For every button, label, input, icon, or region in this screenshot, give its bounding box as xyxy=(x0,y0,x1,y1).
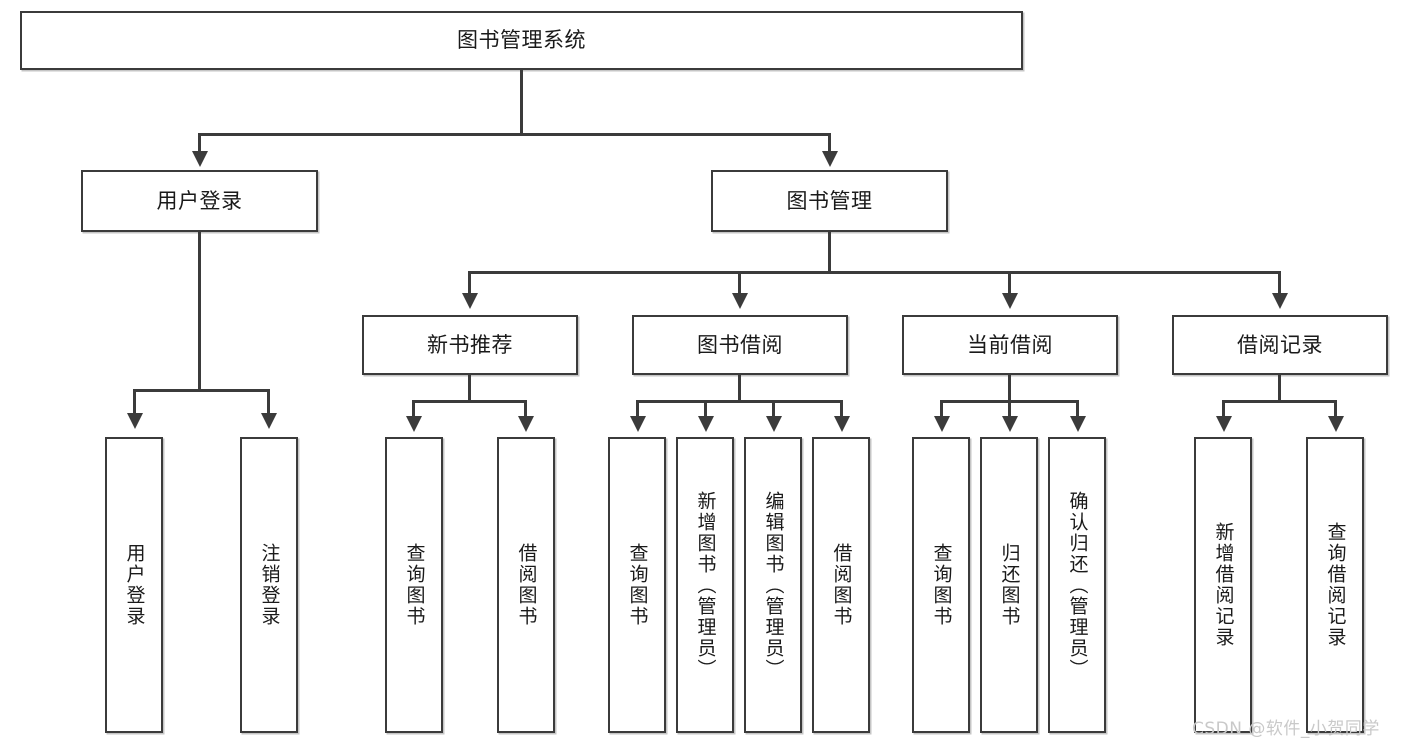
arrowhead-book-borrow-leaf-3 xyxy=(833,416,850,432)
arrowhead-current-borrow-leaf-1 xyxy=(1001,416,1018,432)
edge-to-book-borrow xyxy=(738,271,741,295)
leaf-new-book-borrow[interactable]: 借阅图书 xyxy=(497,437,555,733)
leaf-borrow-record-add[interactable]: 新增借阅记录 xyxy=(1194,437,1252,733)
node-new-book-recommend[interactable]: 新书推荐 xyxy=(362,315,578,375)
node-label: 用户登录 xyxy=(156,188,243,213)
node-label: 图书管理 xyxy=(786,188,873,213)
edge-book-borrow-leaf-0 xyxy=(636,400,639,418)
leaf-user-login-login[interactable]: 用户登录 xyxy=(105,437,163,733)
arrowhead-borrow-record xyxy=(1271,293,1288,309)
edge-book-borrow-bus xyxy=(636,400,843,403)
edge-level2-bus xyxy=(198,133,831,136)
leaf-book-borrow-add[interactable]: 新增图书（管理员） xyxy=(676,437,734,733)
node-label: 图书借阅 xyxy=(697,332,783,357)
edge-book-borrow-drop xyxy=(738,375,741,403)
edge-book-manage-drop xyxy=(828,232,831,274)
node-book-management[interactable]: 图书管理 xyxy=(711,170,948,232)
leaf-label: 归还图书 xyxy=(998,543,1021,627)
leaf-current-borrow-query[interactable]: 查询图书 xyxy=(912,437,970,733)
arrowhead-current-borrow-leaf-0 xyxy=(933,416,950,432)
leaf-new-book-query[interactable]: 查询图书 xyxy=(385,437,443,733)
arrowhead-new-book-leaf-0 xyxy=(405,416,422,432)
leaf-book-borrow-query[interactable]: 查询图书 xyxy=(608,437,666,733)
leaf-label: 注销登录 xyxy=(258,543,281,627)
leaf-label: 查询图书 xyxy=(403,543,426,627)
leaf-label: 借阅图书 xyxy=(830,543,853,627)
edge-to-borrow-record xyxy=(1278,271,1281,295)
edge-book-borrow-leaf-2 xyxy=(772,400,775,418)
arrowhead-user-login xyxy=(191,151,208,167)
edge-user-login-bus xyxy=(133,389,269,392)
arrowhead-book-borrow-leaf-1 xyxy=(697,416,714,432)
leaf-label: 借阅图书 xyxy=(515,543,538,627)
arrowhead-book-borrow-leaf-2 xyxy=(765,416,782,432)
edge-to-new-book xyxy=(468,271,471,295)
node-label: 借阅记录 xyxy=(1237,332,1323,357)
edge-new-book-leaf-1 xyxy=(524,400,527,418)
edge-to-book-manage xyxy=(828,133,831,153)
edge-borrow-record-bus xyxy=(1222,400,1337,403)
leaf-label: 确认归还（管理员） xyxy=(1066,490,1089,680)
edge-borrow-record-leaf-1 xyxy=(1334,400,1337,418)
edge-new-book-leaf-0 xyxy=(412,400,415,418)
edge-borrow-record-drop xyxy=(1278,375,1281,403)
arrowhead-book-borrow xyxy=(731,293,748,309)
leaf-current-borrow-confirm[interactable]: 确认归还（管理员） xyxy=(1048,437,1106,733)
leaf-borrow-record-query[interactable]: 查询借阅记录 xyxy=(1306,437,1364,733)
leaf-label: 查询借阅记录 xyxy=(1324,522,1347,648)
leaf-label: 用户登录 xyxy=(123,543,146,627)
edge-to-current-borrow xyxy=(1008,271,1011,295)
arrowhead-new-book-leaf-1 xyxy=(517,416,534,432)
edge-root-drop xyxy=(520,70,523,135)
edge-to-user-login xyxy=(198,133,201,153)
arrowhead-borrow-record-leaf-1 xyxy=(1327,416,1344,432)
edge-book-borrow-leaf-3 xyxy=(840,400,843,418)
edge-current-borrow-leaf-0 xyxy=(940,400,943,418)
node-label: 图书管理系统 xyxy=(457,28,586,53)
node-book-borrow[interactable]: 图书借阅 xyxy=(632,315,848,375)
node-label: 当前借阅 xyxy=(967,332,1053,357)
node-user-login[interactable]: 用户登录 xyxy=(81,170,318,232)
edge-current-borrow-drop xyxy=(1008,375,1011,403)
edge-user-login-leaf-0 xyxy=(133,389,136,415)
leaf-label: 新增图书（管理员） xyxy=(694,490,717,680)
node-label: 新书推荐 xyxy=(427,332,513,357)
arrowhead-current-borrow xyxy=(1001,293,1018,309)
edge-current-borrow-leaf-2 xyxy=(1076,400,1079,418)
leaf-label: 编辑图书（管理员） xyxy=(762,490,785,680)
leaf-label: 查询图书 xyxy=(626,543,649,627)
arrowhead-new-book xyxy=(461,293,478,309)
leaf-book-borrow-edit[interactable]: 编辑图书（管理员） xyxy=(744,437,802,733)
edge-level3-bus xyxy=(468,271,1280,274)
edge-user-login-drop xyxy=(198,232,201,392)
leaf-label: 查询图书 xyxy=(930,543,953,627)
node-borrow-record[interactable]: 借阅记录 xyxy=(1172,315,1388,375)
arrowhead-borrow-record-leaf-0 xyxy=(1215,416,1232,432)
node-current-borrow[interactable]: 当前借阅 xyxy=(902,315,1118,375)
leaf-current-borrow-return[interactable]: 归还图书 xyxy=(980,437,1038,733)
arrowhead-current-borrow-leaf-2 xyxy=(1069,416,1086,432)
leaf-user-login-logout[interactable]: 注销登录 xyxy=(240,437,298,733)
arrowhead-user-login-leaf-0 xyxy=(126,413,143,429)
leaf-book-borrow-borrow[interactable]: 借阅图书 xyxy=(812,437,870,733)
node-root-system[interactable]: 图书管理系统 xyxy=(20,11,1023,70)
leaf-label: 新增借阅记录 xyxy=(1212,522,1235,648)
edge-current-borrow-leaf-1 xyxy=(1008,400,1011,418)
edge-new-book-drop xyxy=(468,375,471,403)
edge-borrow-record-leaf-0 xyxy=(1222,400,1225,418)
edge-new-book-bus xyxy=(412,400,527,403)
arrowhead-book-borrow-leaf-0 xyxy=(629,416,646,432)
edge-user-login-leaf-1 xyxy=(267,389,270,415)
arrowhead-book-manage xyxy=(821,151,838,167)
edge-book-borrow-leaf-1 xyxy=(704,400,707,418)
arrowhead-user-login-leaf-1 xyxy=(260,413,277,429)
